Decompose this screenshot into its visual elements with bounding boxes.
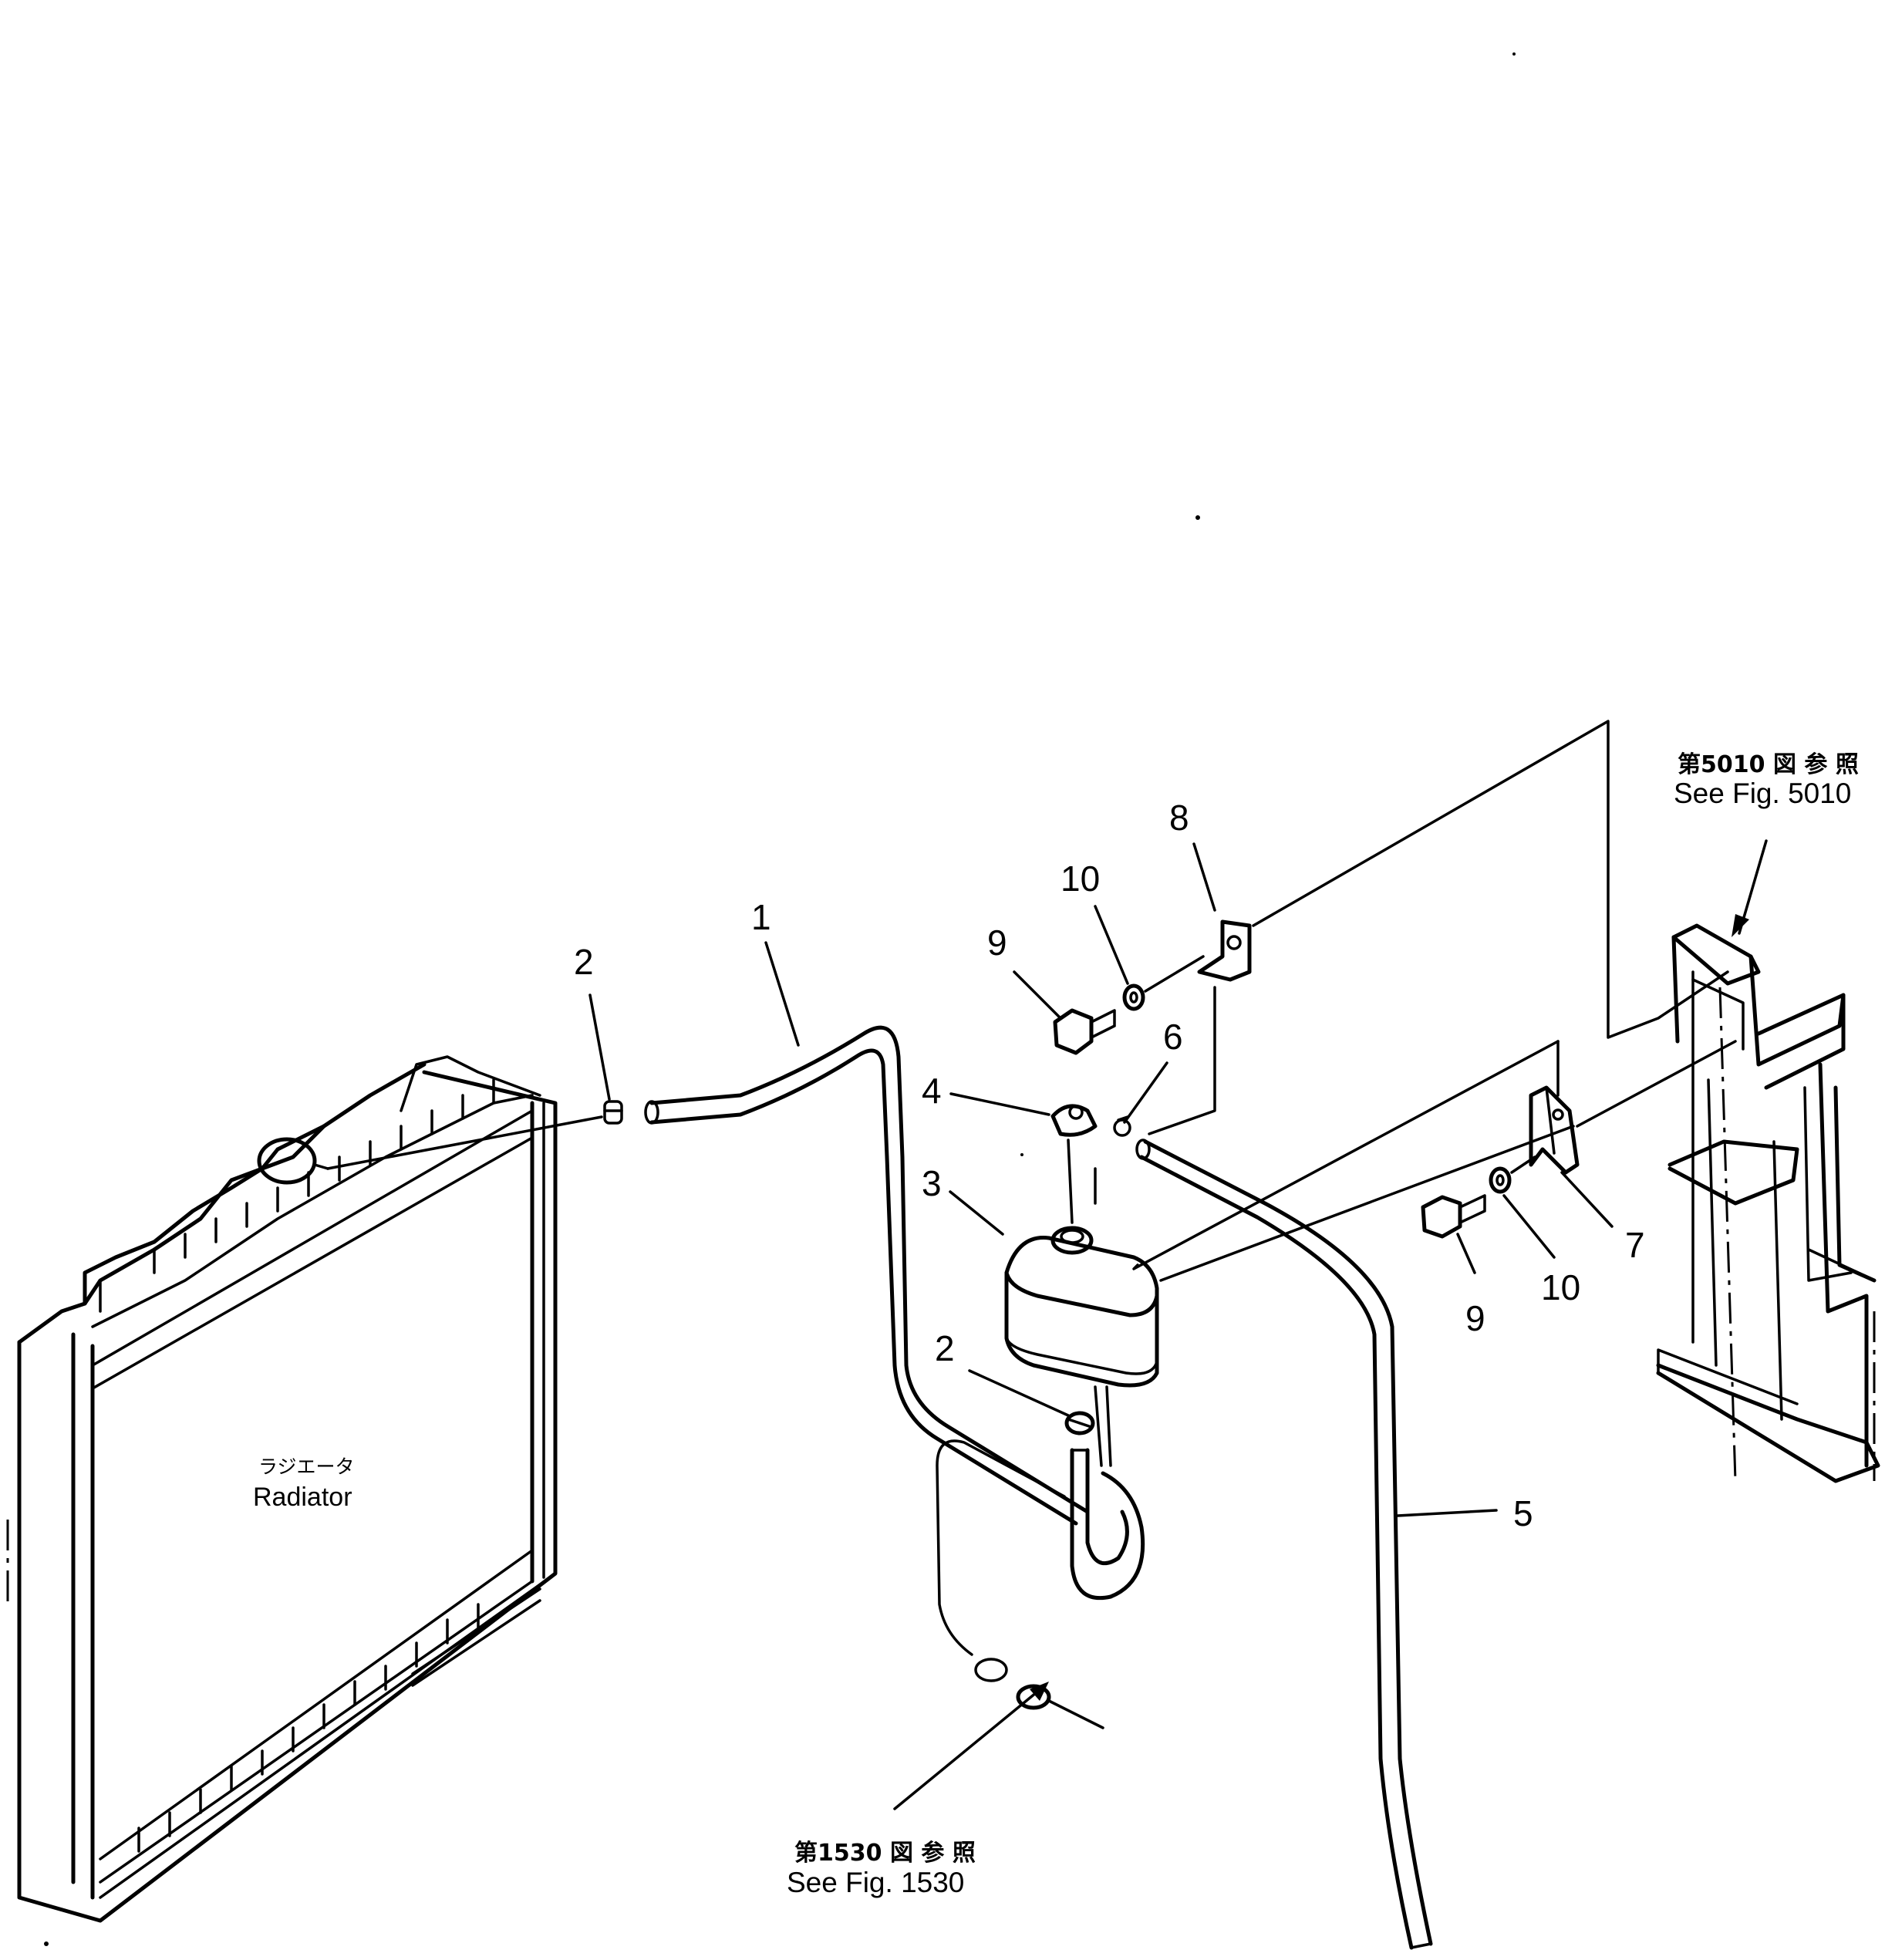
see-fig-1530-jp: 第1530 図 参 照 bbox=[794, 1840, 976, 1867]
callout-10-lower: 10 bbox=[1541, 1267, 1580, 1307]
ref-line-tank-frame bbox=[1159, 1125, 1575, 1282]
sensor-wire bbox=[936, 1439, 1104, 1729]
see-fig-1530-en: See Fig. 1530 bbox=[787, 1867, 964, 1898]
washer-10-upper bbox=[1122, 983, 1145, 1011]
reservoir-tank-3 bbox=[1004, 1226, 1159, 1467]
bracket-7 bbox=[1529, 1085, 1580, 1175]
callout-7: 7 bbox=[1625, 1225, 1645, 1265]
see-fig-5010-en: See Fig. 5010 bbox=[1674, 778, 1851, 809]
ref-line-upper bbox=[1252, 720, 1729, 1039]
hose-5 bbox=[1135, 1139, 1433, 1950]
leader-bolt-bracket-lower bbox=[1510, 1155, 1536, 1174]
leader-bolt-bracket-upper bbox=[1144, 955, 1205, 993]
callout-4: 4 bbox=[922, 1071, 942, 1111]
callout-9-upper: 9 bbox=[987, 923, 1007, 963]
leader-cap-tank bbox=[1067, 1139, 1074, 1224]
clamp-2-lower bbox=[1064, 1411, 1095, 1435]
callout-leaders bbox=[588, 839, 1768, 1810]
callout-8: 8 bbox=[1169, 798, 1189, 838]
centerline-bracket bbox=[1718, 987, 1737, 1482]
ref-line-bracket7-frame bbox=[1576, 1040, 1737, 1128]
callout-1: 1 bbox=[751, 897, 771, 937]
see-fig-5010-jp: 第5010 図 参 照 bbox=[1678, 751, 1859, 778]
callout-3: 3 bbox=[922, 1163, 942, 1203]
callout-9-lower: 9 bbox=[1465, 1298, 1485, 1338]
callout-10-upper: 10 bbox=[1061, 859, 1100, 899]
clamp-2-upper bbox=[603, 1100, 623, 1125]
ref-line-bracket7 bbox=[1132, 1040, 1560, 1270]
ref-line-bracket8 bbox=[1148, 986, 1216, 1135]
bolt-9-upper bbox=[1053, 1008, 1116, 1055]
bracket-8 bbox=[1197, 919, 1252, 982]
callout-2-lower: 2 bbox=[935, 1328, 955, 1368]
overflow-hose-loop bbox=[1070, 1448, 1145, 1601]
callout-5: 5 bbox=[1513, 1493, 1533, 1533]
cap-4 bbox=[1050, 1104, 1098, 1137]
leader-cap-to-clamp bbox=[326, 1115, 603, 1170]
radiator-label-en: Radiator bbox=[253, 1483, 352, 1512]
callout-6: 6 bbox=[1163, 1017, 1183, 1057]
clip-6 bbox=[1113, 1115, 1131, 1137]
radiator-label-jp: ラジエータ bbox=[258, 1456, 355, 1478]
bolt-9-lower bbox=[1421, 1194, 1486, 1239]
frame-structure bbox=[1656, 923, 1880, 1483]
radiator bbox=[17, 1055, 558, 1923]
callout-2-upper: 2 bbox=[574, 942, 594, 982]
washer-10-lower bbox=[1489, 1166, 1512, 1194]
hose-1 bbox=[644, 1025, 1090, 1526]
